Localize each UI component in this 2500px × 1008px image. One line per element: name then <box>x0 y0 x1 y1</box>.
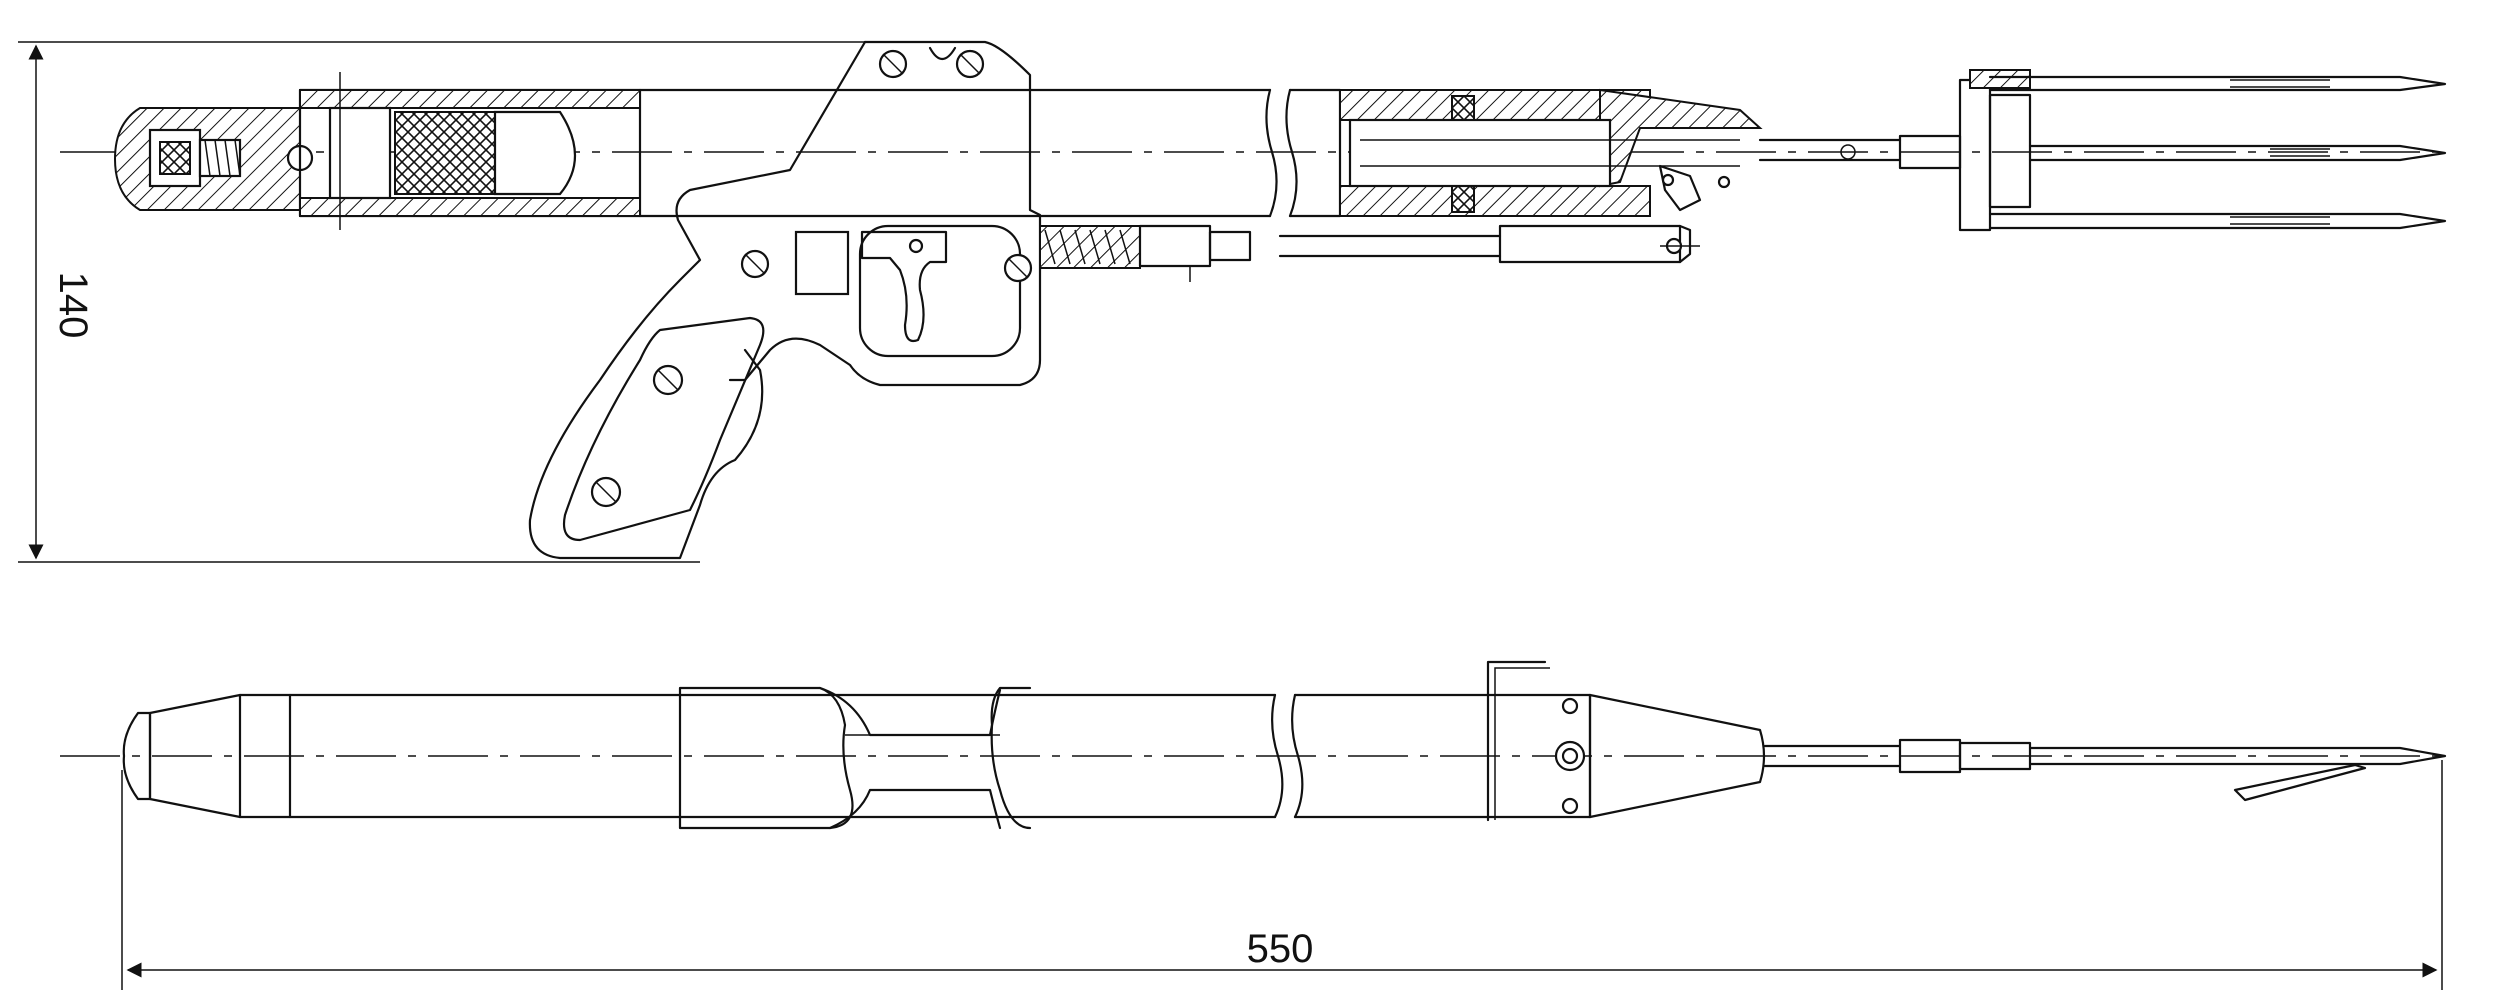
prong-lower <box>1988 212 2447 230</box>
sight-notch <box>928 46 957 61</box>
piston-seal-pack <box>394 111 496 195</box>
piston-head <box>328 106 392 200</box>
length-dimension: 550 <box>121 760 2443 990</box>
rear-valve-spring <box>204 139 241 177</box>
line-release-hook <box>1486 660 1547 822</box>
front-pivot-inner <box>1561 747 1579 765</box>
spear-barb <box>2233 763 2367 802</box>
front-taper <box>1588 693 1766 819</box>
frame-upper <box>728 40 1042 387</box>
latch-pin-2 <box>1717 175 1731 189</box>
latch-pin <box>1661 173 1675 187</box>
prong-middle <box>2028 144 2447 162</box>
trident-hub <box>1958 78 1992 232</box>
trigger-pin <box>908 238 924 254</box>
trigger-guard <box>858 224 1022 358</box>
shaft-bore <box>1348 118 1612 188</box>
body-break-left <box>1271 693 1284 819</box>
line-release-hook-inner <box>1494 667 1550 820</box>
shaft-mark <box>1840 144 1856 160</box>
front-seal-upper <box>1451 95 1475 123</box>
receiver-wall-top <box>299 89 641 109</box>
spear-shaft <box>1758 138 1902 162</box>
trident-block <box>1988 93 2032 209</box>
height-dimension-label: 140 <box>51 272 95 339</box>
grip-band-right <box>990 686 1032 830</box>
linkage-tube <box>1498 224 1682 264</box>
grip-band-left <box>678 686 854 830</box>
height-dimension: 140 <box>18 41 910 563</box>
sear-tip <box>1208 230 1252 262</box>
rear-cap-valve-core <box>159 141 191 175</box>
spear-shaft-top <box>1763 744 1902 768</box>
linkage-rod <box>1278 234 1502 258</box>
top-view <box>60 660 2450 830</box>
grip-screw-lower-slot <box>595 481 617 503</box>
barrel-break-right <box>1285 88 1298 218</box>
grip-panel <box>562 316 765 542</box>
front-screw-upper <box>1561 697 1579 715</box>
barrel-break-left <box>1265 88 1278 218</box>
linkage-end <box>1678 224 1692 264</box>
spear-ferrule-2 <box>1958 741 2032 771</box>
knurled-cap <box>122 711 152 801</box>
spear-tip <box>2028 746 2447 766</box>
body-tube <box>238 693 1277 819</box>
body-break-right <box>1291 693 1304 819</box>
frame-screw-2-slot <box>959 53 981 75</box>
length-dimension-label: 550 <box>1247 927 1314 971</box>
receiver-wall-bottom <box>299 197 641 217</box>
release-latch <box>1658 164 1702 212</box>
frame-screw-1-slot <box>882 53 904 75</box>
barrel-tube <box>638 88 1272 218</box>
trident-collar <box>1969 69 2031 89</box>
prong-upper <box>1988 75 2447 92</box>
front-head-lower-wall <box>1339 185 1651 217</box>
frame-screw-3-slot <box>744 253 766 275</box>
grip-outline <box>528 40 867 560</box>
sear-block <box>1138 224 1212 268</box>
front-seal-lower <box>1451 185 1475 213</box>
body-front-tube <box>1293 693 1592 819</box>
trigger-mechanism-plate <box>794 230 850 296</box>
rear-spring-housing <box>198 138 242 178</box>
frame-screw-4-slot <box>1007 257 1029 279</box>
trigger <box>860 230 948 343</box>
front-screw-lower <box>1561 797 1579 815</box>
prong-barbs <box>2230 79 2330 225</box>
barrel-front-tube <box>1288 88 1342 218</box>
sear-spring <box>1044 229 1131 265</box>
side-view <box>60 40 2450 560</box>
piston-nose <box>493 110 577 196</box>
grip-screw-upper-slot <box>657 369 679 391</box>
grip-band-lower-contour <box>828 788 1002 830</box>
